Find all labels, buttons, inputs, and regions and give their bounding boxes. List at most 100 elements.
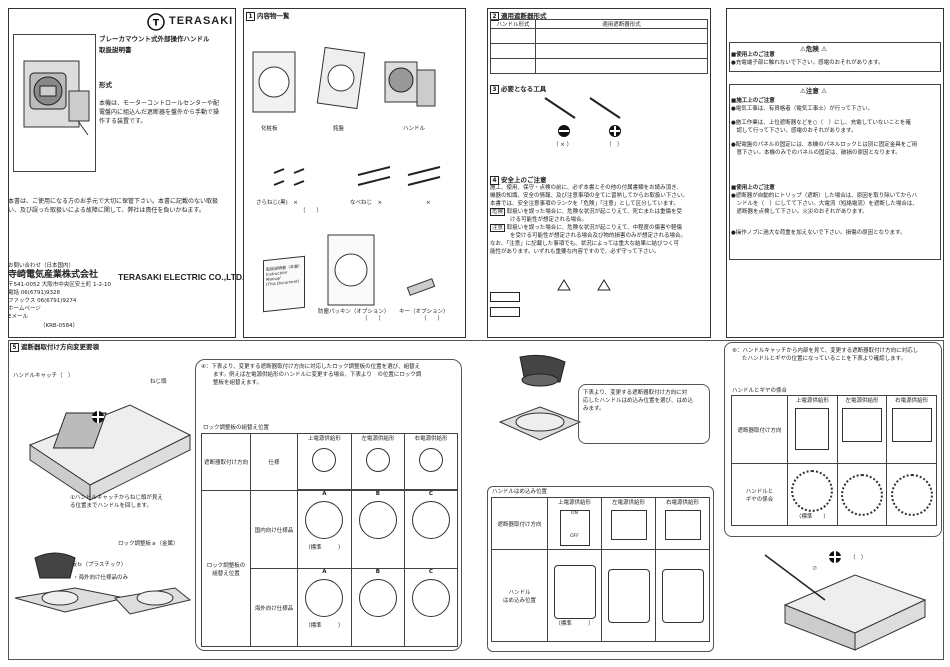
options-illustrations <box>327 234 436 306</box>
gear-icon <box>791 469 834 512</box>
gear-dial-icon <box>305 501 344 539</box>
company-jp: 寺崎電気産業株式会社 <box>8 270 99 280</box>
danger-label: 危険 <box>490 208 506 216</box>
handle-note: 下表より、変更する遮断器取付け方向に対 応したハンドルはめ込み位置を選び、はめ込… <box>583 390 694 412</box>
gear-dial-icon <box>305 579 344 617</box>
handle-note-frame <box>578 384 710 444</box>
safety-mark-1 <box>490 292 520 302</box>
breaker-icon <box>664 510 701 540</box>
option-key: キー（オプション） <box>399 309 449 315</box>
brand-mark-icon: T <box>147 13 165 31</box>
step6-text: ⑥：ハンドルキャッチから内部を見て、変更する遮断器取付け方向に対応し たハンドル… <box>732 348 919 362</box>
dial-icon <box>312 448 337 472</box>
caution-box <box>729 84 941 260</box>
caution-header: ⚠注意 ⚠ <box>800 87 827 95</box>
option-gasket-qty: （ ） <box>362 316 385 322</box>
screwdriver-illustrations <box>544 97 621 137</box>
panel-precautions <box>726 8 944 338</box>
lock-plate-drawing <box>14 552 192 615</box>
handle-table-title: ハンドルはめ込み位置 <box>492 489 548 495</box>
minus-driver: （ × ） <box>553 142 573 148</box>
use-precaution-1: ■使用上のご注意 ●充電端子部に触れないで下さい。感電のおそれがあります。 <box>731 52 884 66</box>
lock-position-table: 遮断器取付け方向 仕様 上電源供給形 左電源供給形 右電源供給形 ロック調整板の… <box>201 433 459 647</box>
gear-dial-icon <box>358 501 397 539</box>
step7-label: ⑦ <box>812 566 817 572</box>
screw-flat-qty: （ ） <box>300 208 323 214</box>
gear-frame <box>724 342 942 537</box>
gear-dial-icon <box>358 579 397 617</box>
cover-keep-note: 本書は、ご使用になる方のお手元で大切に保管下さい。本書に記載のない取扱 い、及び… <box>8 198 219 214</box>
item-plate: 銘盤 <box>333 126 345 132</box>
contact-block: お問い合わせ（日本国内） 寺崎電気産業株式会社 〒541-0052 大阪市中央区… <box>8 262 118 321</box>
screw-pan2: × <box>426 200 431 206</box>
overseas-note: ・海外向け仕様品のみ <box>73 575 129 581</box>
handle-catch-drawing <box>28 404 192 501</box>
caution-label: 注意 <box>490 224 506 232</box>
lock-position-frame <box>195 359 462 651</box>
caution-icon: ⚠ <box>800 87 806 95</box>
gear-dial-icon <box>411 501 450 539</box>
doc-number: （KRB-0584） <box>40 323 79 329</box>
final-assembly-drawing <box>764 551 927 651</box>
gear-table-title: ハンドルとギヤの係合 <box>732 388 788 394</box>
screw-head-label: ねじ頭 <box>150 379 167 385</box>
step7-plus: （ ） <box>850 555 867 561</box>
breaker-icon <box>795 408 830 450</box>
use-precautions-2: ■使用上のご注意 ●遮断器が自動的にトリップ（遮断）した場合は、原因を取り除いて… <box>731 185 918 236</box>
brand-name: TERASAKI <box>169 15 234 27</box>
plus-driver: （ ） <box>606 142 623 148</box>
danger-header: ⚠危険 ⚠ <box>800 45 827 53</box>
dial-icon <box>418 448 443 472</box>
step4-text: ④：下表より、変更する遮断器取付け方向に対応したロック調整板の位置を選び、組替え… <box>201 364 422 386</box>
item-panel: 化粧板 <box>261 126 278 132</box>
danger-box <box>729 42 941 72</box>
model-label: 形式 <box>99 81 112 89</box>
work-precautions: ■施工上のご注意 ●電気工事は、有資格者（電気工事士）が行って下さい。 ●施工作… <box>731 98 918 156</box>
warning-triangle-icons <box>557 279 611 291</box>
warning-icon: ⚠ <box>800 45 806 53</box>
option-gasket: 防塵パッキン（オプション） <box>318 309 390 315</box>
manual-booklet: 取扱説明書（本書） Instruction Manual (This Docum… <box>263 255 305 313</box>
handle-dial-icon <box>553 564 596 619</box>
step1-text: ①ハンドルキャッチからねじ頭が見え る位置までハンドルを回します。 <box>70 495 163 509</box>
panel-install <box>8 340 944 660</box>
panel-contents <box>243 8 466 338</box>
caution-icon-2: ⚠ <box>821 87 827 95</box>
breaker-table: ハンドル形式適用遮断器形式 <box>490 19 708 74</box>
lock-plate-b: ロック調整板ｂ（プラスチック） <box>44 562 127 568</box>
handle-dial-icon <box>607 568 650 623</box>
safety-body: 施工、使用、保守・点検の前に、必ず本書とその他の付属書類をお読み頂き、 機器の知… <box>490 185 688 255</box>
breaker-icon <box>610 510 647 540</box>
svg-text:T: T <box>153 19 160 29</box>
cover-subtitle: 取扱説明書 <box>99 46 132 54</box>
gear-dial-icon <box>411 579 450 617</box>
company-en: TERASAKI ELECTRIC CO.,LTD. <box>118 272 245 282</box>
breaker-icon <box>891 408 932 442</box>
screw-flat: さらねじ(黒) × <box>256 200 298 206</box>
option-key-qty: （ ） <box>421 316 444 322</box>
panel-tools-safety <box>487 8 711 338</box>
handle-position-frame <box>487 486 714 652</box>
handle-insert-drawing <box>498 354 582 441</box>
safety-mark-2 <box>490 307 520 317</box>
gear-icon <box>890 473 933 516</box>
cover-intro: 本機は、モーターコントロールセンターや配 電盤内に組込んだ遮断器を盤外から手動で… <box>99 100 220 125</box>
handle-catch-label: ハンドルキャッチ（ ） <box>13 373 74 379</box>
gear-table: 遮断器取付け方向 上電源供給形 左電源供給形 右電源供給形 ハンドルと ギヤの係… <box>731 395 937 526</box>
handle-dial-icon <box>661 568 704 623</box>
dial-icon <box>365 448 390 472</box>
breaker-icon <box>841 408 882 442</box>
panel-cover <box>8 8 236 338</box>
gear-icon <box>840 473 883 516</box>
contents-illustrations <box>252 46 436 113</box>
product-image <box>13 34 96 172</box>
lock-plate-a: ロック調整板ａ（金属） <box>118 541 179 547</box>
lock-table-title: ロック調整板の組替え位置 <box>203 425 270 431</box>
warning-icon-2: ⚠ <box>821 45 827 53</box>
